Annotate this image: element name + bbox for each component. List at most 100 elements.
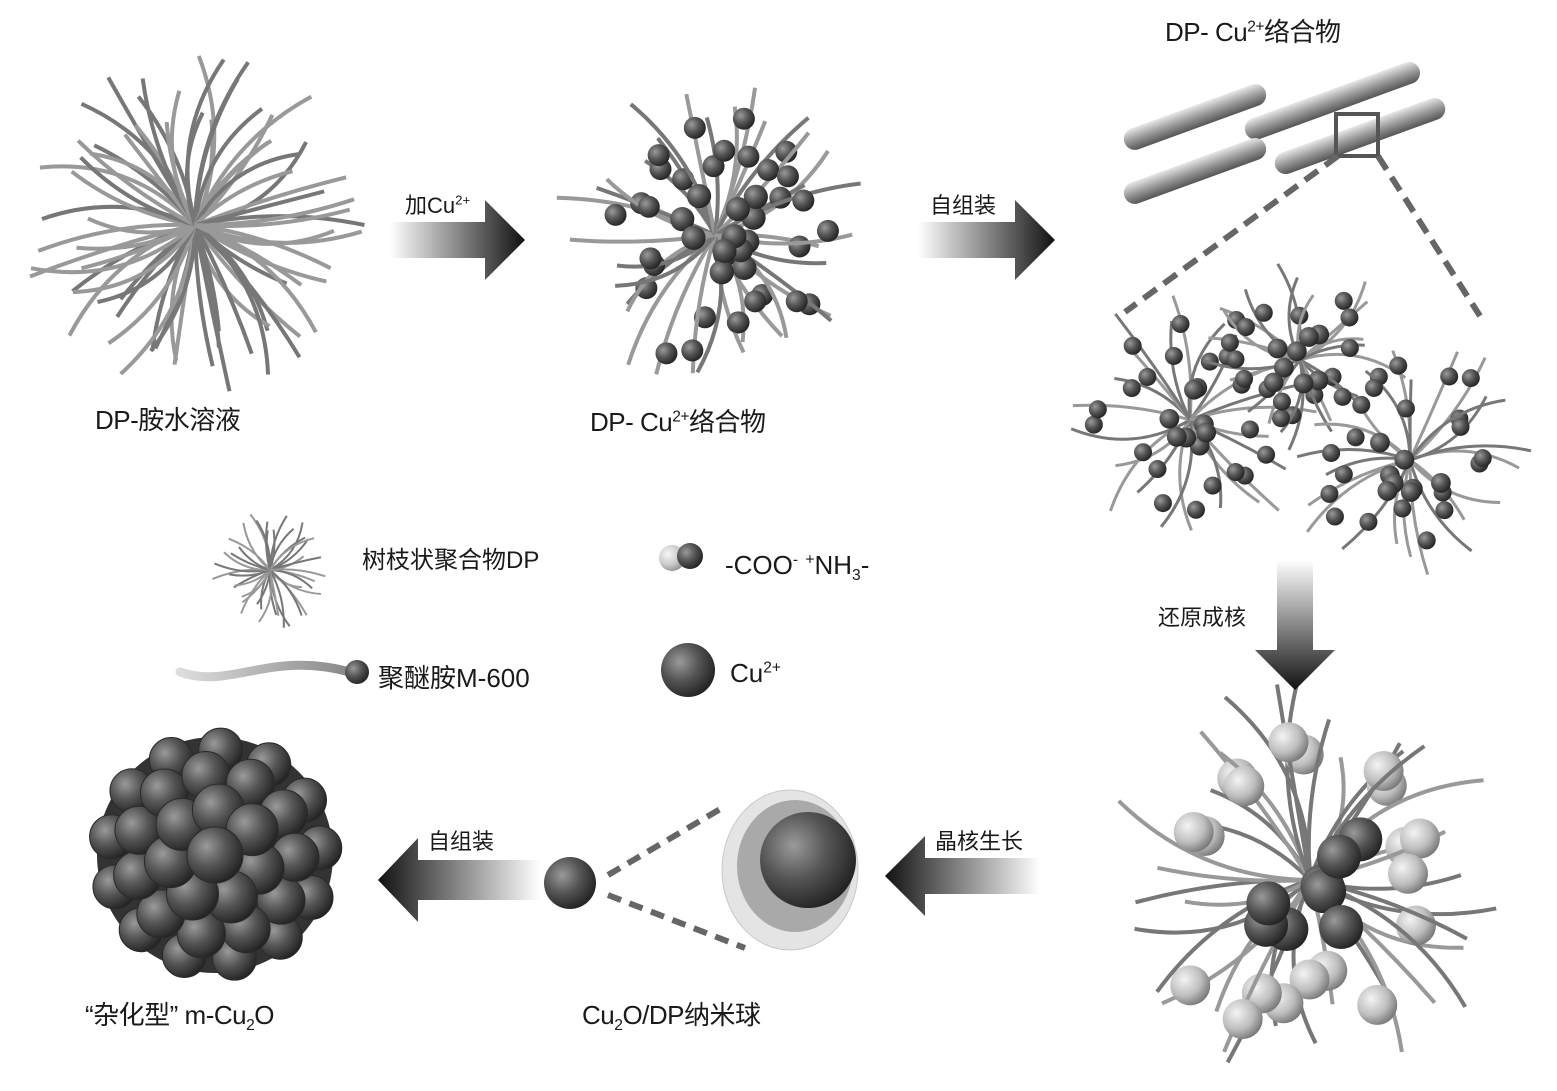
cu-sphere (1257, 446, 1275, 464)
cu-sphere (1172, 315, 1190, 333)
cu-sphere (786, 290, 808, 312)
cu-sphere (1347, 428, 1365, 446)
cu-sphere (1196, 423, 1216, 443)
cu-sphere (1227, 463, 1245, 481)
cu-sphere (1223, 999, 1263, 1039)
reduction-nucleation-label: 还原成核 (1158, 600, 1246, 632)
cu-sphere (1138, 368, 1156, 386)
cu-sphere (605, 204, 627, 226)
cu-sphere (1393, 499, 1411, 517)
cu-sphere (1435, 501, 1453, 519)
dp-cu-complex-illustration (557, 88, 861, 375)
cu-sphere (1268, 339, 1288, 359)
cu-sphere (737, 146, 759, 168)
cu-sphere (1452, 418, 1470, 436)
cu-sphere (1319, 905, 1363, 949)
cu-sphere (1418, 531, 1436, 549)
cu-sphere (1187, 501, 1205, 519)
cu-sphere (777, 165, 799, 187)
cu-sphere (1264, 373, 1284, 393)
cu-sphere (1370, 433, 1390, 453)
cu-sphere (1085, 416, 1103, 434)
arrow-down-icon (1255, 560, 1335, 690)
cu-sphere (1255, 304, 1273, 322)
cu-sphere (1377, 481, 1397, 501)
cu-sphere (1165, 347, 1183, 365)
cu-sphere (788, 235, 810, 257)
cu-sphere (1317, 835, 1361, 879)
polymer-chain (1410, 379, 1411, 460)
cu-sphere (710, 260, 734, 284)
cu-sphere (1352, 396, 1370, 414)
cu2o-particle (544, 857, 596, 909)
cu-sphere (1184, 380, 1204, 400)
cu-sphere (1123, 379, 1141, 397)
dp-amine-solution-label: DP-胺水溶液 (95, 400, 240, 437)
cu-sphere (1170, 965, 1210, 1005)
complex-rods-illustration (1121, 59, 1480, 316)
cu-sphere (1364, 751, 1404, 791)
legend-polyetheramine-label: 聚醚胺M-600 (378, 658, 530, 695)
cu-sphere (681, 226, 705, 250)
cu-sphere (1320, 485, 1338, 503)
cu-sphere (1299, 327, 1319, 347)
cu-sphere (726, 197, 750, 221)
cu-sphere (638, 196, 660, 218)
cu-sphere (744, 290, 766, 312)
cu-sphere (1237, 318, 1255, 336)
cu-sphere (1294, 374, 1314, 394)
cu-sphere (1341, 339, 1359, 357)
cu-sphere (1273, 393, 1291, 411)
cu-sphere (1394, 450, 1414, 470)
cu-sphere (1400, 819, 1440, 859)
cu-sphere (1388, 854, 1428, 894)
cu-sphere (1089, 400, 1107, 418)
cu-sphere (1431, 473, 1451, 493)
cu-sphere (1389, 357, 1407, 375)
cu-sphere (639, 247, 661, 269)
nucleus-growth-label: 晶核生长 (935, 824, 1023, 856)
cu-sphere (712, 239, 736, 263)
cu2o-dp-nanosphere-illustration (544, 790, 858, 950)
cu-sphere (1134, 443, 1152, 461)
complex-cluster-illustration (1071, 264, 1531, 575)
cu-sphere (1148, 460, 1166, 478)
cu-sphere (1221, 334, 1239, 352)
cu-sphere (1246, 881, 1290, 925)
add-cu-label: 加Cu2+ (405, 188, 470, 220)
dp-amine-solution-illustration (30, 56, 364, 391)
cu-sphere (1462, 369, 1480, 387)
cu-sphere (733, 108, 755, 130)
cu-sphere (1204, 477, 1222, 495)
cu-sphere (1365, 379, 1383, 397)
cu-sphere (817, 220, 839, 242)
cu-sphere (1174, 812, 1214, 852)
polyetheramine-legend-icon (180, 660, 369, 684)
hybrid-m-cu2o-label: “杂化型” m-Cu2O (85, 995, 274, 1032)
cu-sphere (1167, 427, 1187, 447)
cu-ion-legend-icon (661, 643, 715, 697)
cu-sphere (1124, 337, 1142, 355)
cu-sphere (681, 339, 703, 361)
cu-sphere (687, 184, 711, 208)
cu-sphere (1335, 292, 1353, 310)
legend-coo-nh3-label: -COO- +NH3- (725, 550, 869, 581)
nanosphere-label: Cu2O/DP纳米球 (582, 995, 761, 1032)
cu-sphere (1396, 906, 1436, 946)
cu-sphere (655, 342, 677, 364)
dendritic-polymer-legend-icon (212, 514, 325, 627)
cu-sphere (1359, 513, 1377, 531)
self-assembly-label: 自组装 (930, 188, 996, 220)
cu-sphere (1474, 449, 1492, 467)
cu-sphere (728, 311, 750, 333)
cu-sphere (1334, 388, 1352, 406)
cu-sphere (648, 144, 670, 166)
cu2o-sphere (187, 827, 243, 883)
self-assembly-label-2: 自组装 (428, 824, 494, 856)
legend-cu-ion-label: Cu2+ (730, 658, 781, 689)
cu-sphere (1335, 465, 1353, 483)
cu-sphere (1340, 308, 1358, 326)
cu-sphere (1159, 409, 1179, 429)
cu-sphere (792, 190, 814, 212)
